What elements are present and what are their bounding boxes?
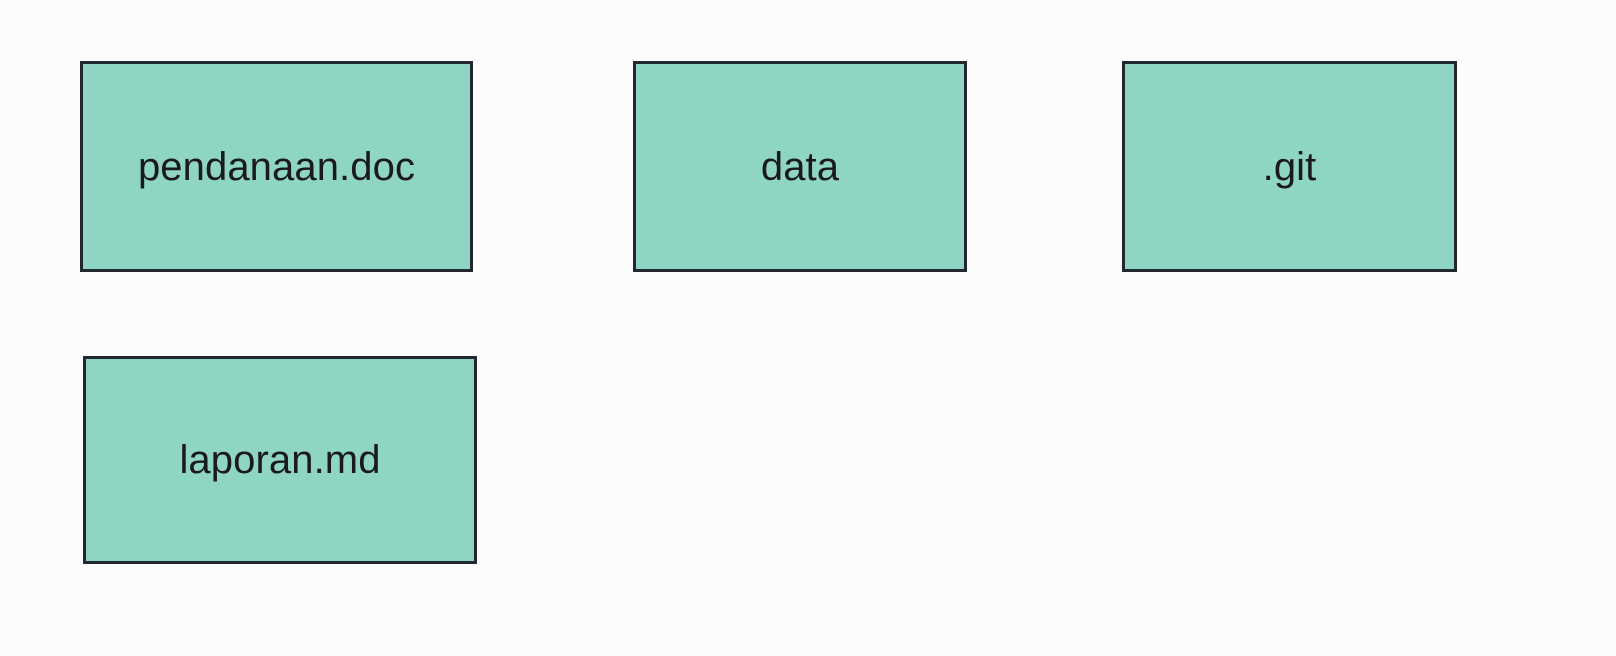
node-git[interactable]: .git <box>1122 61 1457 272</box>
node-label: pendanaan.doc <box>137 144 416 189</box>
node-laporan-md[interactable]: laporan.md <box>83 356 477 564</box>
node-label: laporan.md <box>179 438 381 482</box>
node-label: .git <box>1262 144 1317 189</box>
node-pendanaan-doc[interactable]: pendanaan.doc <box>80 61 473 272</box>
node-data[interactable]: data <box>633 61 967 272</box>
node-label: data <box>760 144 840 189</box>
